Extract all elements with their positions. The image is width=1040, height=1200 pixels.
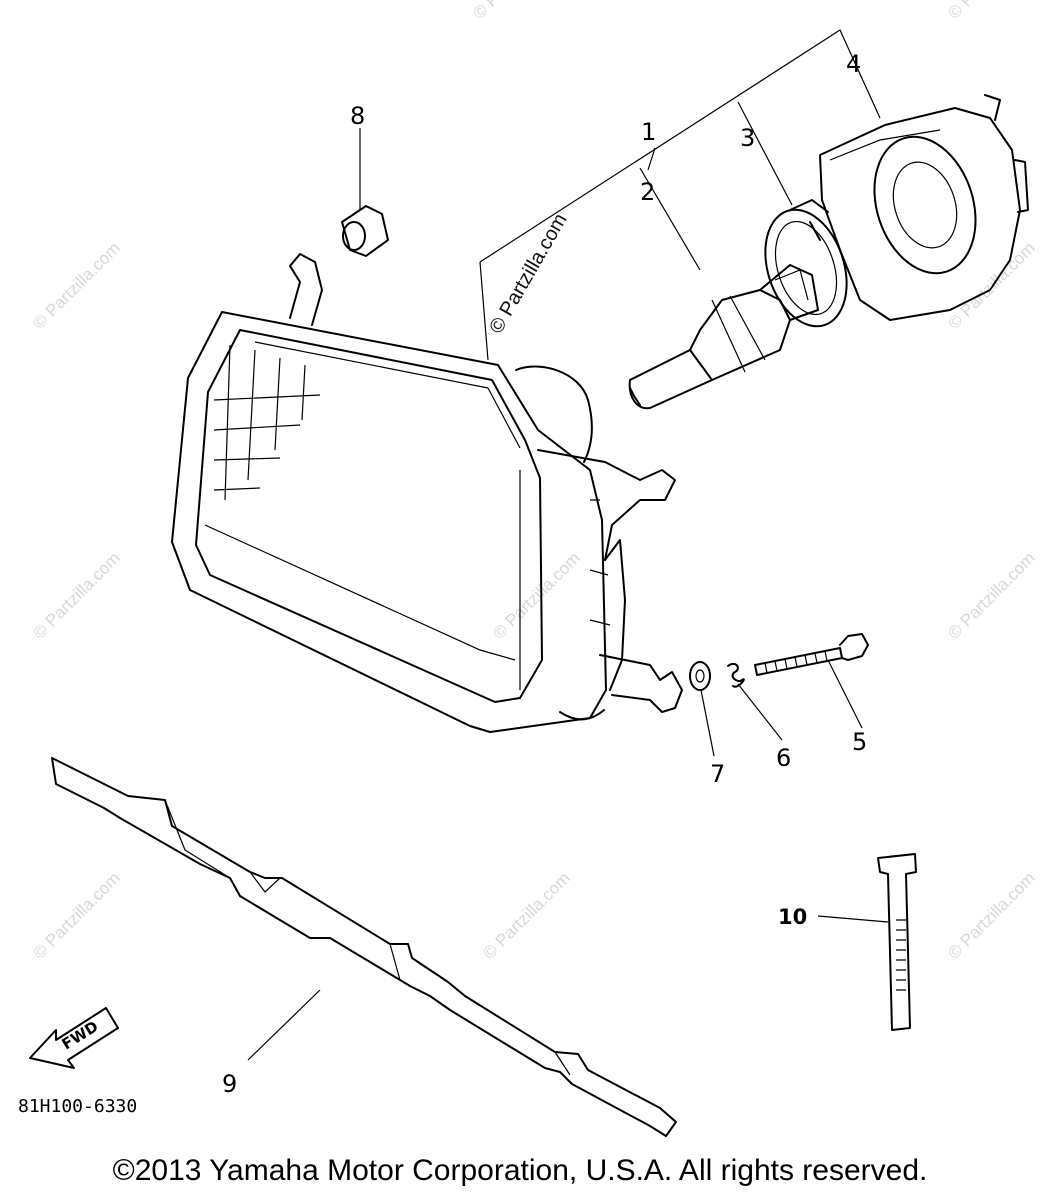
washer [689, 661, 711, 691]
cable-band [877, 853, 917, 1031]
watermark: © Partzilla.com [489, 548, 583, 642]
forward-arrow: FWD [29, 1007, 119, 1069]
watermark-layer: © Partzilla.com © Partzilla.com © Partzi… [29, 0, 1038, 963]
callout-1: 1 [641, 118, 656, 146]
copyright-notice: ©2013 Yamaha Motor Corporation, U.S.A. A… [112, 1154, 928, 1187]
diagram-code: 81H100-6330 [18, 1096, 137, 1117]
callout-8: 8 [350, 102, 365, 130]
callout-10: 10 [778, 905, 807, 929]
callout-2: 2 [640, 178, 655, 206]
callout-labels: 1 2 3 4 5 6 7 8 9 10 [222, 50, 867, 1098]
callout-5: 5 [852, 728, 867, 756]
watermark: © Partzilla.com [944, 0, 1038, 23]
callout-6: 6 [776, 744, 791, 772]
watermark: © Partzilla.com [479, 868, 573, 962]
bulb-socket-ring [764, 199, 848, 328]
watermark: © Partzilla.com [29, 868, 123, 962]
forward-arrow-label: FWD [59, 1017, 102, 1053]
watermark: © Partzilla.com [29, 238, 123, 332]
watermark: © Partzilla.com [29, 548, 123, 642]
dust-cover [819, 94, 1029, 321]
leader-lines [247, 29, 889, 1061]
watermark: © Partzilla.com [944, 868, 1038, 962]
watermark: © Partzilla.com [944, 238, 1038, 332]
watermark: © Partzilla.com [469, 0, 563, 23]
adjusting-screw [754, 633, 869, 676]
watermark-center: © Partzilla.com [485, 210, 571, 338]
callout-4: 4 [846, 50, 861, 78]
spring [727, 662, 745, 688]
headlight-unit [171, 253, 683, 733]
rubber-strip [51, 757, 677, 1137]
bulb [628, 264, 819, 410]
callout-7: 7 [710, 760, 725, 788]
callout-3: 3 [740, 124, 755, 152]
callout-9: 9 [222, 1070, 237, 1098]
watermark: © Partzilla.com [944, 548, 1038, 642]
collar [341, 205, 389, 257]
